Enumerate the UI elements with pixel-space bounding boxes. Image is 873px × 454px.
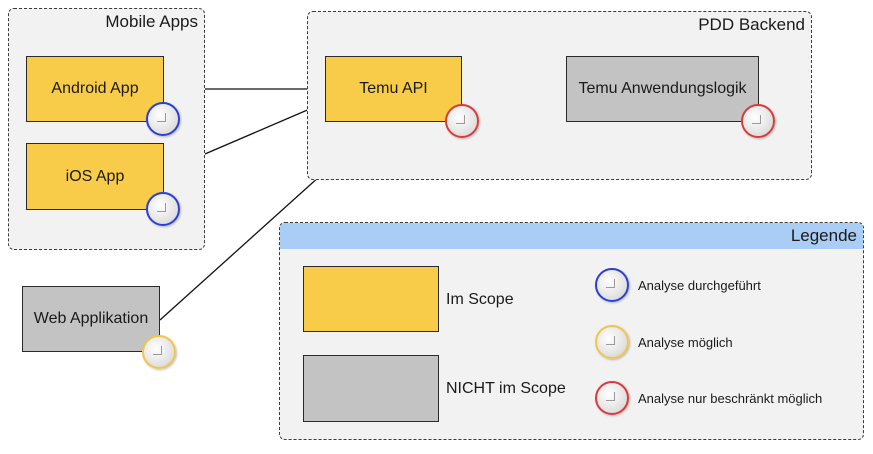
node-temu-api-label: Temu API (359, 80, 428, 97)
node-android-app-label: Android App (51, 80, 139, 97)
legend-swatch-not-in-scope (303, 355, 439, 422)
legend-header: Legende (280, 223, 863, 249)
status-analysis-done-icon (146, 102, 180, 136)
status-analysis-limited-icon (741, 104, 775, 138)
group-mobile-apps-title: Mobile Apps (105, 12, 198, 31)
legend-title: Legende (790, 226, 857, 245)
status-analysis-possible-icon (142, 335, 176, 369)
legend-swatch-in-scope (303, 266, 439, 332)
legend-label-in-scope: Im Scope (446, 291, 514, 308)
node-web-app-label: Web Applikation (33, 310, 149, 327)
status-analysis-limited-icon (445, 104, 479, 138)
group-pdd-backend-title: PDD Backend (698, 15, 805, 34)
legend-analysis-possible-icon (595, 325, 629, 359)
node-temu-api: Temu API (325, 56, 462, 122)
status-analysis-done-icon (146, 192, 180, 226)
node-temu-logic: Temu Anwendungslogik (566, 56, 759, 122)
legend-analysis-limited-icon (595, 381, 629, 415)
node-ios-app: iOS App (26, 143, 164, 210)
legend-label-analysis-limited: Analyse nur beschränkt möglich (638, 391, 823, 406)
node-web-app: Web Applikation (22, 286, 160, 352)
legend-analysis-done-icon (595, 268, 629, 302)
legend-label-analysis-possible: Analyse möglich (638, 335, 733, 350)
node-temu-logic-label: Temu Anwendungslogik (578, 80, 747, 97)
legend-label-analysis-done: Analyse durchgeführt (638, 278, 761, 293)
node-android-app: Android App (26, 56, 164, 122)
legend-label-not-in-scope: NICHT im Scope (446, 380, 566, 397)
node-ios-app-label: iOS App (65, 167, 125, 185)
